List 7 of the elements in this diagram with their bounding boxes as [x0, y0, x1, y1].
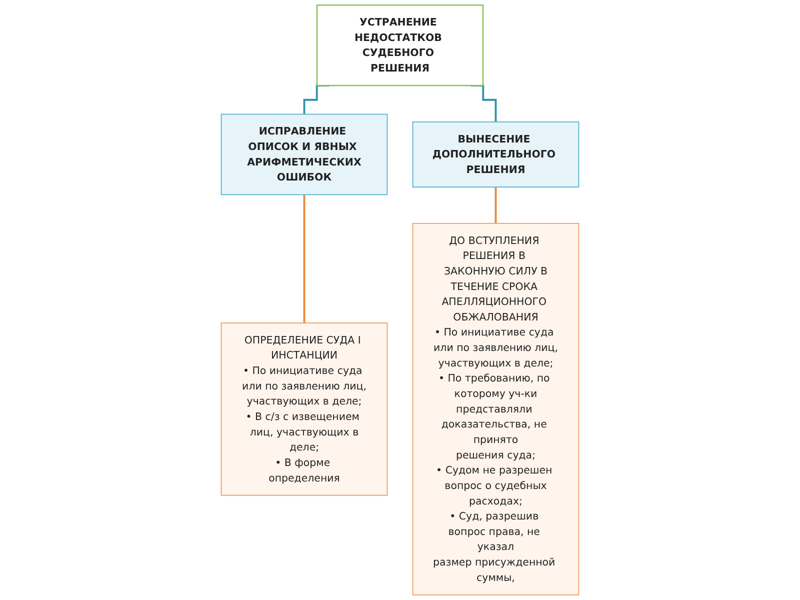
- node-box: ОПРЕДЕЛЕНИЕ СУДА I ИНСТАНЦИИ • По инициативе суда или по заявлению лиц, участвующих в деле; • В с/з с извещением лиц, участвующих в деле; • В форме определения: [220, 322, 388, 496]
- connector: [494, 186, 497, 224]
- node-box: ВЫНЕСЕНИЕ ДОПОЛНИТЕЛЬНОГО РЕШЕНИЯ: [412, 121, 580, 188]
- connector: [303, 194, 306, 324]
- node-box: ДО ВСТУПЛЕНИЯ РЕШЕНИЯ В ЗАКОННУЮ СИЛУ В ТЕЧЕНИЕ СРОКА АПЕЛЛЯЦИОННОГО ОБЖАЛОВАНИЯ • По инициативе суда или по заявлению лиц, участвующих в деле; • По требованию, по которому уч-ки представляли доказательства, не принято решения суда; • Судом не разрешен вопрос о судебных расходах; • Суд, разрешив вопрос права, не указал размер присужденной суммы,: [412, 222, 580, 596]
- node-box: УСТРАНЕНИЕ НЕДОСТАТКОВ СУДЕБНОГО РЕШЕНИЯ: [316, 4, 484, 86]
- node-box: ИСПРАВЛЕНИЕ ОПИСОК И ЯВНЫХ АРИФМЕТИЧЕСКИХ ОШИБОК: [220, 114, 388, 196]
